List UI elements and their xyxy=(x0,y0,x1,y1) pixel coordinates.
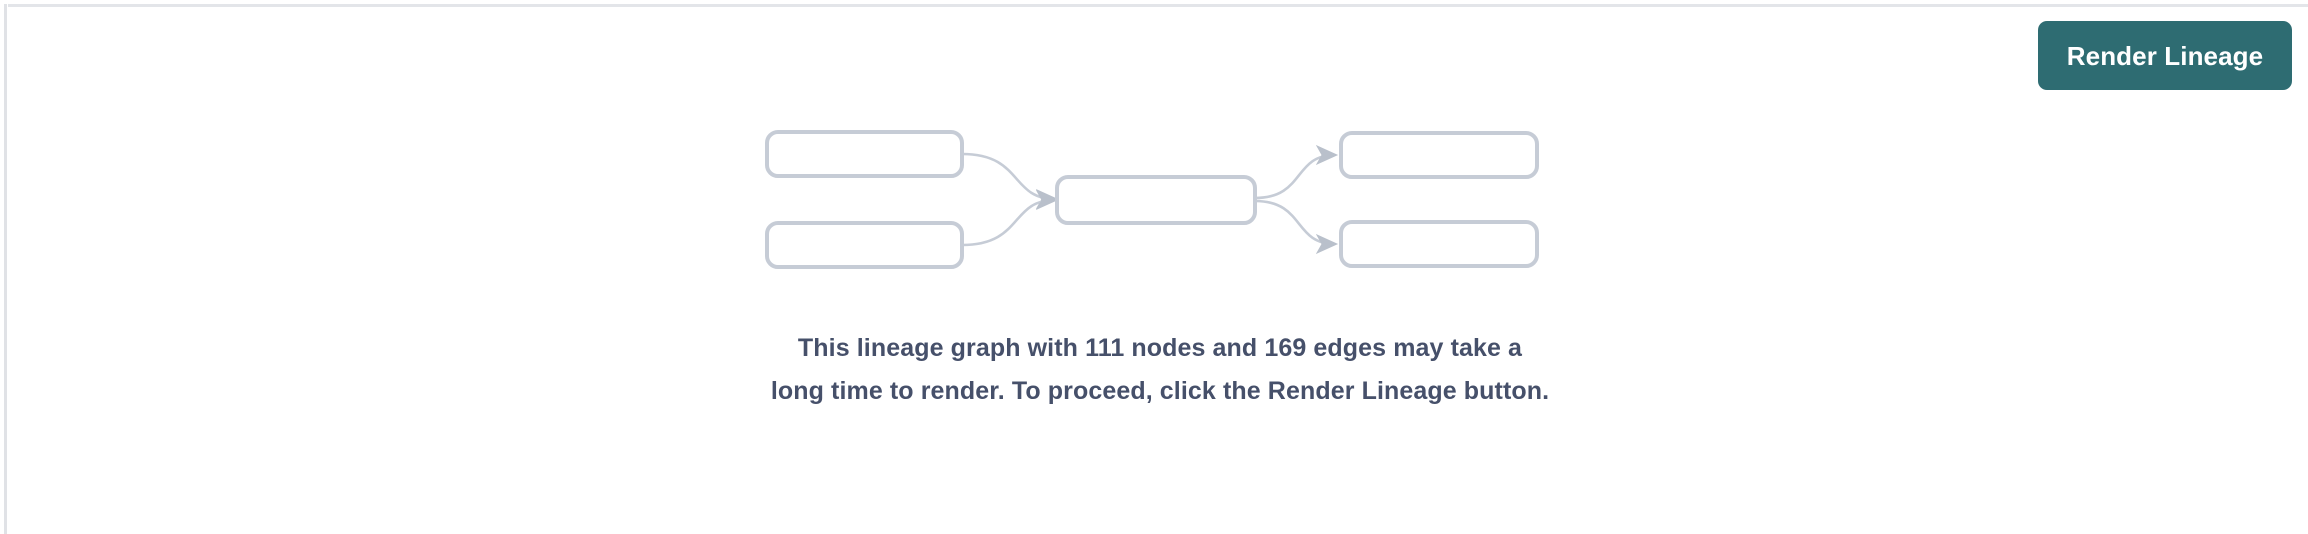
placeholder-node-left-top xyxy=(765,130,964,178)
placeholder-graph-illustration xyxy=(765,128,1555,273)
edge-center-to-right-top xyxy=(1254,144,1339,200)
placeholder-node-center xyxy=(1055,175,1257,225)
placeholder-node-right-top xyxy=(1339,131,1539,179)
edge-left-bottom-to-center xyxy=(961,189,1059,247)
lineage-warning-message: This lineage graph with 111 nodes and 16… xyxy=(770,334,1550,405)
panel-top-border xyxy=(8,4,2308,7)
panel-left-border xyxy=(4,4,7,534)
edge-center-to-right-bottom xyxy=(1254,199,1339,255)
edge-left-top-to-center xyxy=(961,152,1059,210)
placeholder-node-right-bottom xyxy=(1339,220,1539,268)
placeholder-node-left-bottom xyxy=(765,221,964,269)
render-lineage-button[interactable]: Render Lineage xyxy=(2038,21,2292,90)
